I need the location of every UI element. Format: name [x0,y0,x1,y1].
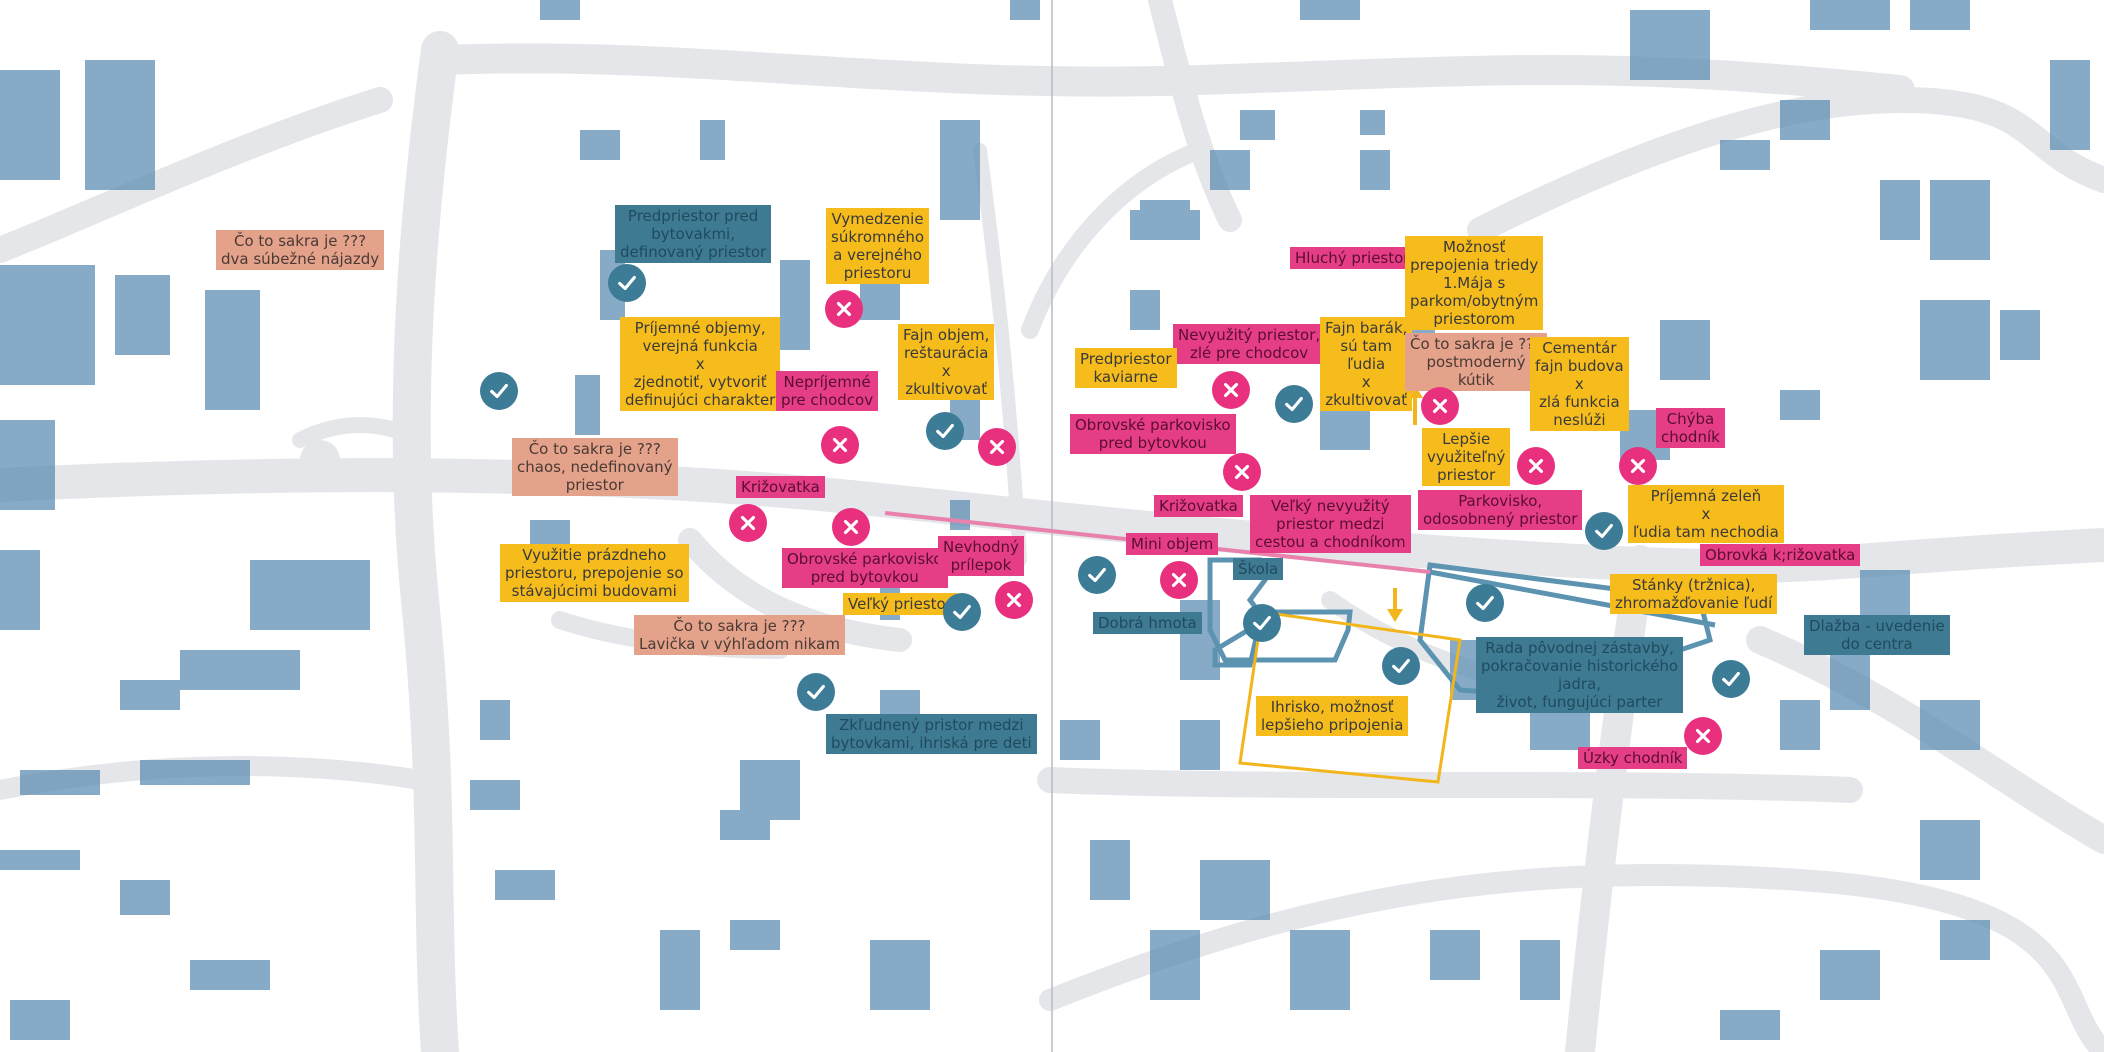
annotation-label: Fajn barák, sú tam ľudia x zkultivovať [1320,317,1413,411]
annotation-label: Lepšie využiteľný priestor [1422,428,1511,486]
check-marker [943,593,981,631]
check-icon [936,423,954,439]
cross-marker [1160,561,1198,599]
close-icon [989,439,1005,455]
cross-marker [1212,371,1250,409]
check-icon [1722,671,1740,687]
check-marker [1078,556,1116,594]
check-marker [797,673,835,711]
playground-outline [1238,610,1462,784]
annotation-label: Parkovisko, odosobnený priestor [1418,490,1583,530]
annotation-label: Čo to sakra je ??? dva súbežné nájazdy [216,230,385,270]
close-icon [1234,464,1250,480]
annotation-label: Využitie prázdneho priestoru, prepojenie… [500,544,689,602]
check-icon [1088,567,1106,583]
annotation-label: Zkľudnený pristor medzi bytovkami, ihris… [826,714,1037,754]
annotation-label: Čo to sakra je ??? chaos, nedefinovaný p… [512,438,678,496]
annotation-label: Dobrá hmota [1093,612,1202,634]
check-icon [1476,595,1494,611]
annotation-label: Križovatka [736,476,825,498]
annotation-label: Možnosť prepojenia triedy 1.Mája s parko… [1405,236,1544,330]
check-marker [1243,604,1281,642]
annotation-label: Obrovské parkovisko pred bytovkou [1070,414,1236,454]
check-icon [807,684,825,700]
annotation-label: Obrovká k;rižovatka [1700,544,1861,566]
check-marker [1712,660,1750,698]
close-icon [1171,572,1187,588]
annotation-label: Čo to sakra je ??? postmoderný kútik [1405,333,1548,391]
check-marker [1382,647,1420,685]
annotation-label: Nevyužitý priestor, zlé pre chodcov [1173,324,1326,364]
close-icon [1528,458,1544,474]
roundabout [300,440,340,480]
annotation-label: Predpriestor kaviarne [1075,348,1177,388]
annotation-label: Nepríjemné pre chodcov [776,371,879,411]
annotation-label: Ihrisko, možnosť lepšieho pripojenia [1256,696,1409,736]
cross-marker [995,581,1033,619]
close-icon [832,437,848,453]
annotation-label: Úzky chodník [1578,747,1688,769]
check-icon [490,383,508,399]
annotation-label: Príjemná zeleň x ľudia tam nechodia [1628,485,1784,543]
annotation-label: Nevhodný prílepok [938,536,1024,576]
annotation-label: Chýba chodník [1656,408,1725,448]
close-icon [836,301,852,317]
check-icon [1392,658,1410,674]
annotation-label: Fajn objem, reštaurácia x zkultivovať [898,324,995,400]
check-icon [1253,615,1271,631]
annotation-label: Čo to sakra je ??? Lavička v výhľadom ni… [634,615,845,655]
annotation-label: Veľký nevyužitý priestor medzi cestou a … [1250,495,1411,553]
annotation-label: Predpriestor pred bytovakmi, definovaný … [615,205,772,263]
annotation-label: Križovatka [1154,495,1243,517]
cross-marker [1421,387,1459,425]
check-marker [480,372,518,410]
close-icon [1630,458,1646,474]
cross-marker [729,504,767,542]
close-icon [1223,382,1239,398]
school-outline [1207,557,1353,668]
check-marker [1275,385,1313,423]
close-icon [1695,728,1711,744]
check-icon [1595,523,1613,539]
annotation-label: Dlažba - uvedenie do centra [1804,615,1950,655]
annotation-label: Veľký priestor [843,593,957,615]
check-icon [618,275,636,291]
cross-marker [825,290,863,328]
annotation-label: Škola [1233,558,1284,580]
annotation-label: Rada pôvodnej zástavby, pokračovanie his… [1476,637,1684,713]
close-icon [843,519,859,535]
check-marker [926,412,964,450]
cross-marker [1517,447,1555,485]
cross-marker [1223,453,1261,491]
check-marker [1466,584,1504,622]
close-icon [1006,592,1022,608]
cross-marker [832,508,870,546]
annotation-label: Stánky (tržnica), zhromažďovanie ľudí [1610,574,1778,614]
close-icon [1432,398,1448,414]
close-icon [740,515,756,531]
annotation-label: Obrovské parkovisko pred bytovkou [782,548,948,588]
annotation-label: Hluchý priestor [1290,247,1415,269]
annotation-label: Príjemné objemy, verejná funkcia x zjedn… [620,317,781,411]
annotation-label: Cementár fajn budova x zlá funkcia neslú… [1530,337,1629,431]
check-icon [953,604,971,620]
check-marker [608,264,646,302]
check-icon [1285,396,1303,412]
cross-marker [1619,447,1657,485]
cross-marker [1684,717,1722,755]
paving-line [1429,569,1716,628]
check-marker [1585,512,1623,550]
cross-marker [978,428,1016,466]
cross-marker [821,426,859,464]
annotation-label: Vymedzenie súkromného a verejného priest… [826,208,930,284]
annotation-label: Mini objem [1126,533,1219,555]
